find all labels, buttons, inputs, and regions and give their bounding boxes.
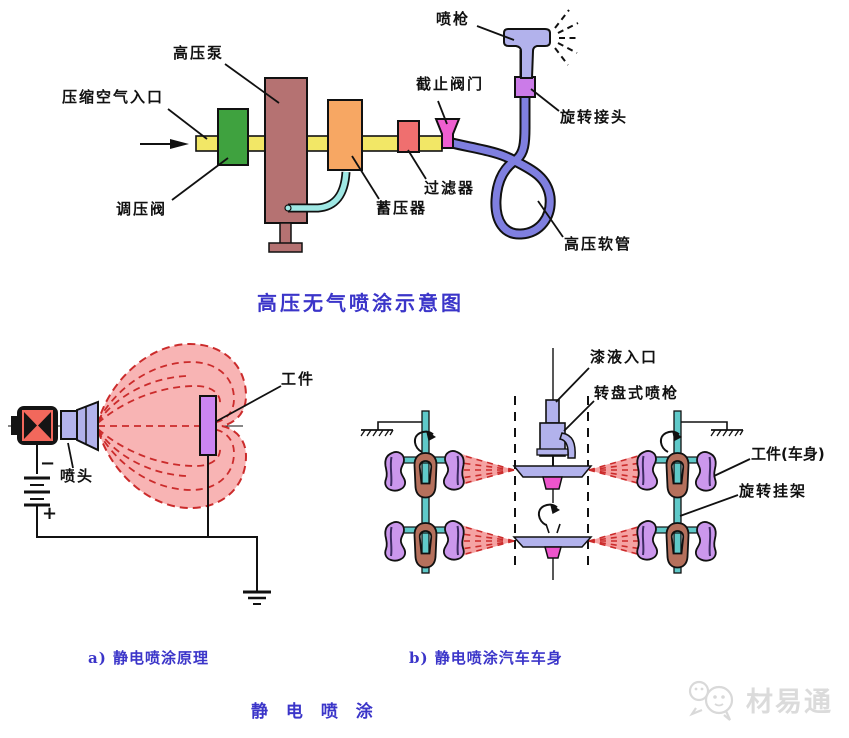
workpiece — [199, 395, 217, 456]
inlet-arrow-head — [170, 139, 189, 149]
earth-ground-symbol — [243, 590, 271, 605]
label-spray-gun: 喷枪 — [436, 10, 471, 28]
car-body-part — [636, 449, 659, 491]
battery-minus-sign: − — [40, 453, 56, 474]
workpiece-leader — [216, 385, 282, 422]
label-rotary-disc-gun: 转盘式喷枪 — [594, 384, 680, 402]
gun-flange — [536, 448, 569, 456]
label-rotary-joint: 旋转接头 — [560, 108, 629, 126]
car-body-part — [384, 520, 407, 562]
pump-stand-stem — [279, 222, 292, 245]
label-workpiece-car-body: 工件(车身) — [751, 445, 825, 463]
car-body-part — [694, 520, 717, 562]
caption-car-body: b) 静电喷涂汽车车身 — [409, 649, 563, 667]
car-body-spray-diagram — [360, 348, 751, 580]
gun-rear-stub — [11, 416, 17, 435]
label-workpiece: 工件 — [281, 370, 316, 388]
wire-battery-to-ground — [36, 505, 258, 592]
spray-mist-dashes — [554, 9, 580, 66]
label-paint-inlet: 漆液入口 — [590, 348, 659, 366]
label-pressure-regulating-valve: 调压阀 — [116, 200, 168, 218]
car-body-part — [694, 450, 717, 492]
label-accumulator: 蓄压器 — [376, 199, 428, 217]
stop-valve — [434, 118, 461, 149]
nozzle-leader — [67, 442, 74, 469]
leader-lines-top — [167, 25, 564, 238]
label-filter: 过滤器 — [424, 179, 476, 197]
electrostatic-principle-diagram — [8, 342, 282, 605]
airless-spray-diagram — [140, 9, 580, 253]
nozzle-neck — [60, 410, 78, 440]
car-body-part — [442, 519, 465, 561]
battery-symbol — [24, 476, 50, 507]
watermark-text: 材易通 — [746, 686, 833, 718]
label-stop-valve: 截止阀门 — [416, 75, 485, 93]
leader-lines-car — [555, 367, 751, 517]
car-body-part — [384, 450, 407, 492]
ground-wire-right — [678, 421, 728, 430]
disc-nozzle-bottom — [544, 546, 562, 559]
cyan-tube — [288, 171, 349, 211]
airless-diagram-title: 高压无气喷涂示意图 — [257, 291, 464, 315]
high-pressure-pump — [264, 77, 308, 224]
gun-bowtie-right — [38, 412, 51, 439]
filter — [397, 120, 420, 153]
rotation-tick — [556, 523, 561, 534]
gun-feed-tube — [545, 399, 560, 424]
label-high-pressure-pump: 高压泵 — [173, 44, 225, 62]
nozzle-bell — [76, 400, 99, 452]
car-body-part — [442, 449, 465, 491]
ground-hatch-left — [360, 429, 394, 437]
high-pressure-hose — [451, 50, 554, 238]
caption-principle: a) 静电喷涂原理 — [88, 649, 210, 667]
gun-bowtie-left — [24, 412, 37, 439]
label-nozzle: 喷头 — [60, 467, 95, 485]
accumulator — [327, 99, 363, 171]
spray-disc-bottom — [512, 536, 593, 548]
label-high-pressure-hose: 高压软管 — [564, 235, 633, 253]
label-rotary-hanger: 旋转挂架 — [739, 482, 808, 500]
airless-spray-gun — [503, 28, 551, 79]
rotation-arrow-center — [537, 502, 561, 526]
label-compressed-air-inlet: 压缩空气入口 — [62, 88, 165, 106]
watermark-logo-icon — [688, 680, 734, 721]
pressure-regulating-valve — [217, 108, 249, 166]
footer-title: 静 电 喷 涂 — [251, 702, 379, 722]
watermark: 材易通 — [686, 676, 833, 722]
battery-plus-sign: + — [42, 503, 58, 524]
car-body-part — [636, 519, 659, 561]
ground-wire-left — [377, 421, 425, 430]
rotation-tick — [545, 523, 550, 534]
spray-disc-top — [512, 465, 593, 478]
cyan-tube-end — [284, 204, 292, 212]
ground-hatch-right — [710, 429, 744, 437]
pump-stand-base — [268, 242, 303, 253]
disc-nozzle-top — [542, 476, 563, 490]
rotary-joint — [514, 76, 536, 98]
gun-side-elbow — [559, 432, 576, 459]
